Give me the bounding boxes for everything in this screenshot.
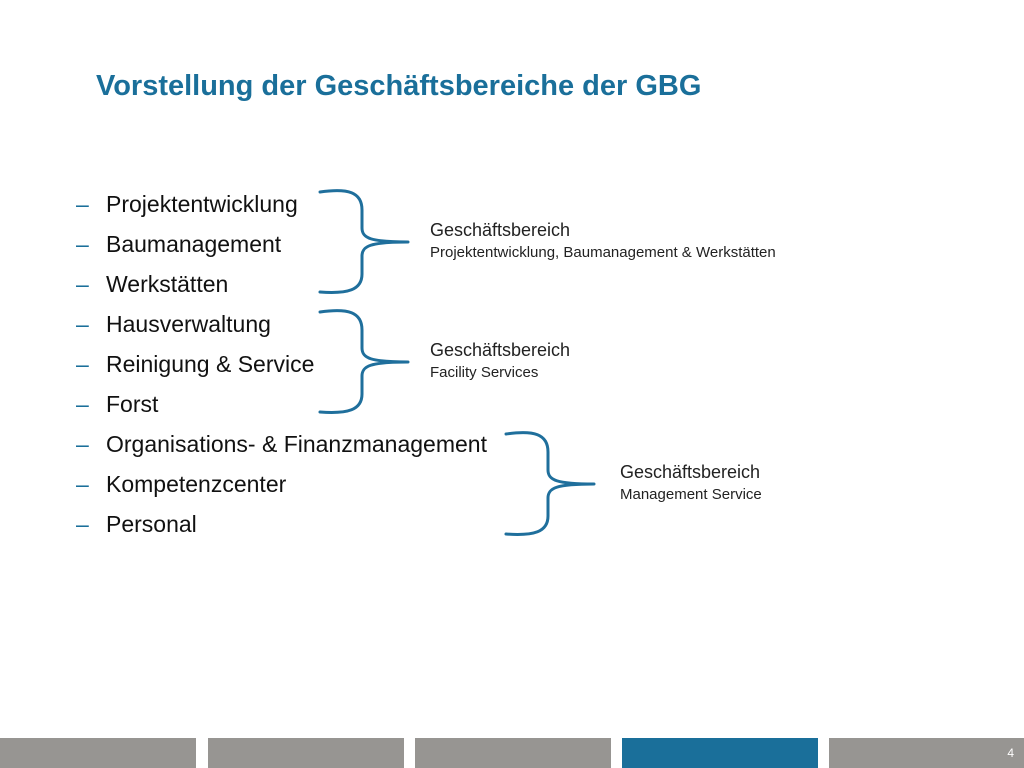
bullet-item-kompetenzcenter: –Kompetenzcenter: [76, 464, 487, 504]
bullet-item-forst: –Forst: [76, 384, 487, 424]
bullet-text: Hausverwaltung: [106, 311, 271, 337]
bullet-dash-icon: –: [76, 431, 89, 457]
group-subtitle: Projektentwicklung, Baumanagement & Werk…: [430, 244, 776, 261]
footer-segment: [208, 738, 404, 768]
bullet-dash-icon: –: [76, 191, 89, 217]
group-label-management-service: Geschäftsbereich Management Service: [620, 460, 762, 506]
bullet-dash-icon: –: [76, 271, 89, 297]
footer-segment-active: [622, 738, 818, 768]
bullet-dash-icon: –: [76, 511, 89, 537]
group-heading: Geschäftsbereich: [620, 462, 761, 482]
bullet-item-baumanagement: –Baumanagement: [76, 224, 487, 264]
bullet-item-hausverwaltung: –Hausverwaltung: [76, 304, 487, 344]
bullet-text: Reinigung & Service: [106, 351, 315, 377]
bullet-text: Kompetenzcenter: [106, 471, 287, 497]
bullet-dash-icon: –: [76, 391, 89, 417]
group-heading: Geschäftsbereich: [430, 220, 571, 240]
bullet-item-organisations-finanzmanagement: –Organisations- & Finanzmanagement: [76, 424, 487, 464]
bullet-dash-icon: –: [76, 231, 89, 257]
group-subtitle: Facility Services: [430, 364, 539, 381]
bullet-text: Projektentwicklung: [106, 191, 298, 217]
bullet-list: –Projektentwicklung –Baumanagement –Werk…: [76, 184, 487, 544]
bullet-dash-icon: –: [76, 311, 89, 337]
footer-segment: [829, 738, 1024, 768]
curly-brace-icon: [318, 309, 410, 414]
curly-brace-icon: [318, 189, 410, 294]
group-label-facility-services: Geschäftsbereich Facility Services: [430, 338, 570, 384]
bullet-item-personal: –Personal: [76, 504, 487, 544]
bullet-dash-icon: –: [76, 471, 89, 497]
footer-segment: [415, 738, 611, 768]
bullet-text: Baumanagement: [106, 231, 282, 257]
footer-bar: [0, 738, 1024, 768]
footer-segment: [0, 738, 196, 768]
bullet-item-reinigung-service: –Reinigung & Service: [76, 344, 487, 384]
page-number: 4: [1007, 746, 1014, 760]
slide-title: Vorstellung der Geschäftsbereiche der GB…: [96, 70, 702, 102]
bullet-dash-icon: –: [76, 351, 89, 377]
curly-brace-icon: [504, 431, 596, 536]
bullet-text: Organisations- & Finanzmanagement: [106, 431, 487, 457]
group-label-projektentwicklung: Geschäftsbereich Projektentwicklung, Bau…: [430, 218, 776, 264]
bullet-item-projektentwicklung: –Projektentwicklung: [76, 184, 487, 224]
group-heading: Geschäftsbereich: [430, 340, 571, 360]
bullet-text: Forst: [106, 391, 159, 417]
group-subtitle: Management Service: [620, 486, 762, 503]
bullet-item-werkstaetten: –Werkstätten: [76, 264, 487, 304]
bullet-text: Werkstätten: [106, 271, 229, 297]
bullet-text: Personal: [106, 511, 197, 537]
